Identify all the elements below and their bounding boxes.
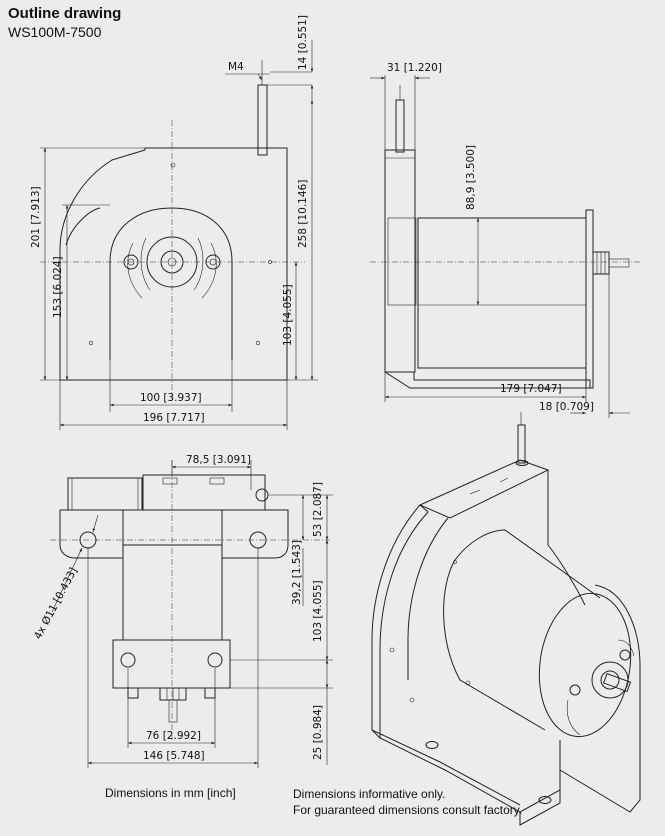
dim-103-front: 103 [4.055] xyxy=(282,284,294,346)
dim-146: 146 [5.748] xyxy=(143,750,205,762)
dim-25: 25 [0.984] xyxy=(312,705,324,760)
top-view: 78,5 [3.091] 53 [2.087] 39,2 [1.543] 103… xyxy=(32,454,333,768)
dim-18: 18 [0.709] xyxy=(539,401,594,413)
disclaimer: Dimensions informative only. For guarant… xyxy=(293,786,522,818)
dim-hole: 4x Ø11 [0.433] xyxy=(32,566,80,642)
dim-39-2: 39,2 [1.543] xyxy=(291,540,303,605)
isometric-view xyxy=(371,412,641,826)
dim-179: 179 [7.047] xyxy=(500,383,562,395)
drawing-title: Outline drawing xyxy=(8,5,122,22)
dim-76: 76 [2.992] xyxy=(146,730,201,742)
dim-201: 201 [7.913] xyxy=(30,186,42,248)
dim-thread: M4 xyxy=(228,61,244,73)
dim-100: 100 [3.937] xyxy=(140,392,202,404)
dim-31: 31 [1.220] xyxy=(387,62,442,74)
model-name: WS100M-7500 xyxy=(8,24,102,40)
dim-103-top: 103 [4.055] xyxy=(312,580,324,642)
disclaimer-line-2: For guaranteed dimensions consult factor… xyxy=(293,803,523,817)
dim-196: 196 [7.717] xyxy=(143,412,205,424)
disclaimer-line-1: Dimensions informative only. xyxy=(293,787,446,801)
dim-14: 14 [0.551] xyxy=(297,15,309,70)
dim-53: 53 [2.087] xyxy=(312,482,324,537)
dim-258: 258 [10.146] xyxy=(297,180,309,248)
dim-88-9: 88,9 [3.500] xyxy=(465,145,477,210)
side-view: 31 [1.220] 88,9 [3.500] 179 [7.047] 18 [… xyxy=(370,62,640,418)
dim-153: 153 [6.024] xyxy=(52,256,64,318)
units-note: Dimensions in mm [inch] xyxy=(105,786,236,800)
front-view: M4 14 [0.551] 258 [10.146] 103 [4.055] 2… xyxy=(30,15,318,430)
dim-78-5: 78,5 [3.091] xyxy=(186,454,251,466)
